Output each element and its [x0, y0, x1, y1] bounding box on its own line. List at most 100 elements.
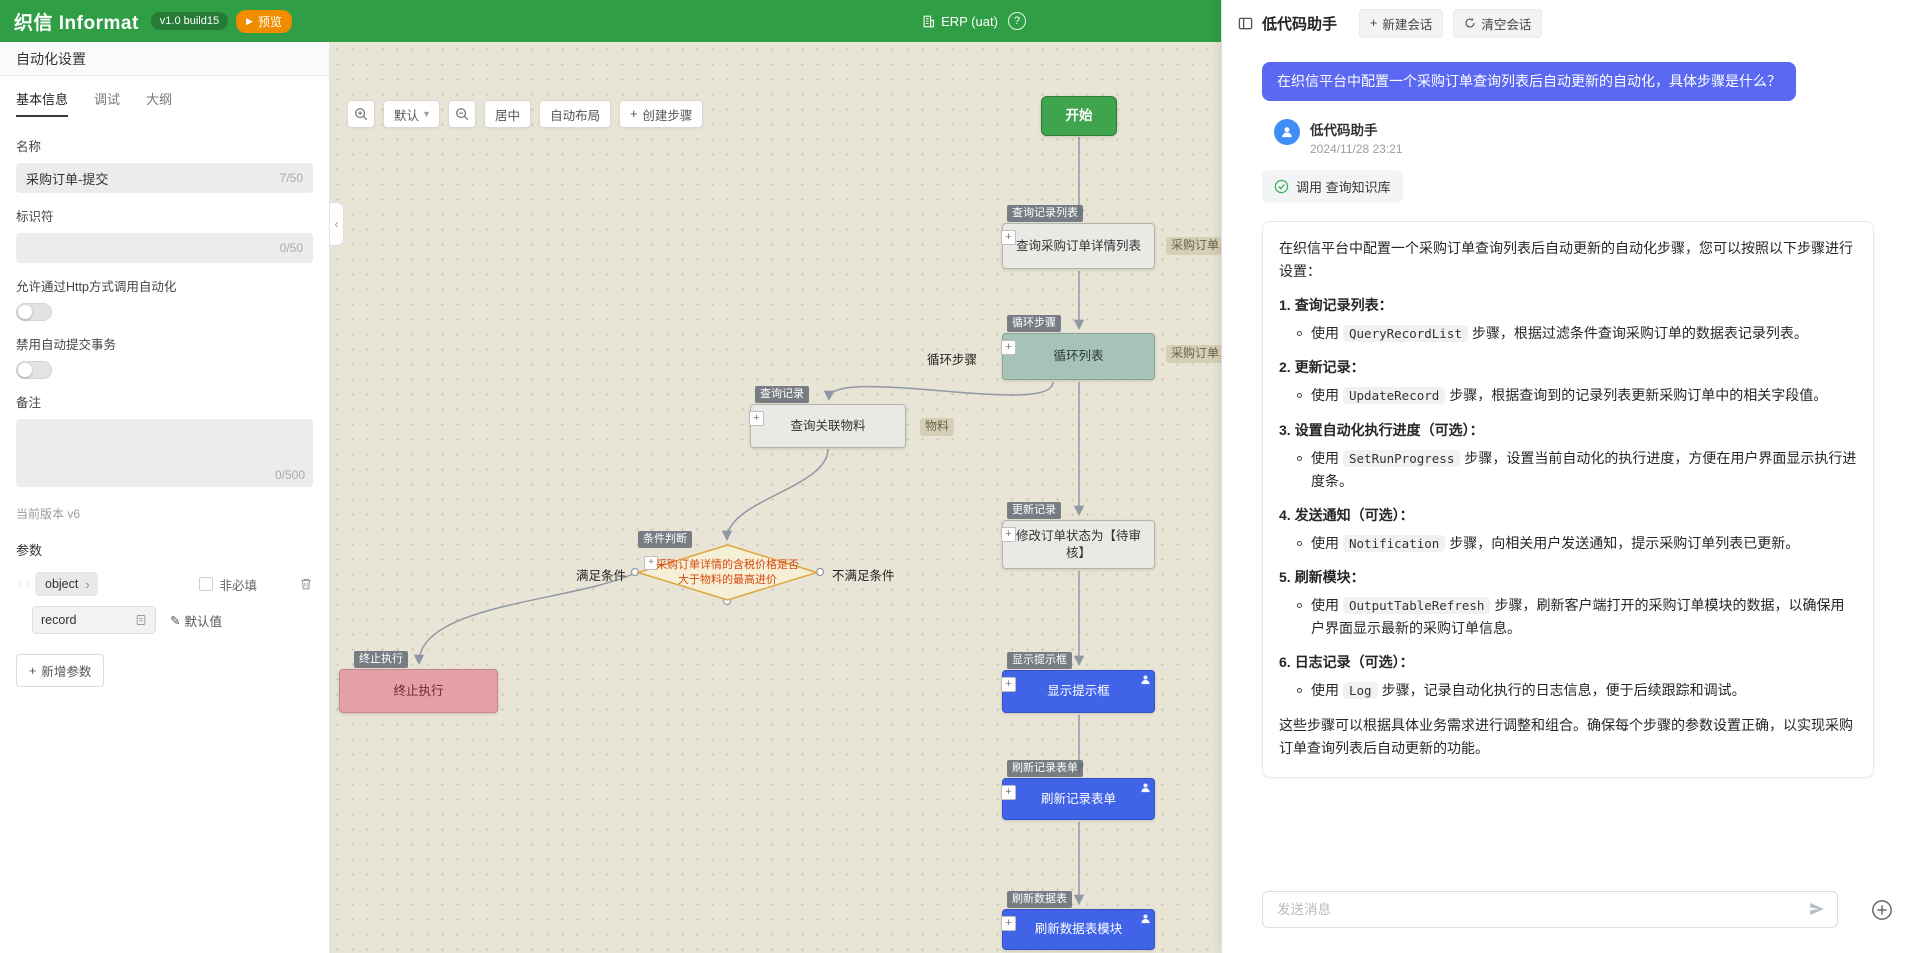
node-query-material[interactable]: 查询记录 + 查询关联物料 物料: [749, 386, 955, 448]
insert-step-icon[interactable]: +: [1001, 527, 1016, 542]
http-toggle[interactable]: [16, 303, 52, 321]
building-icon: [922, 15, 935, 28]
param-type-selector[interactable]: object ›: [35, 572, 98, 596]
panel-collapse-handle[interactable]: ‹: [330, 202, 344, 246]
identifier-input[interactable]: [26, 240, 272, 256]
add-param-button[interactable]: + 新增参数: [16, 654, 105, 687]
new-session-button[interactable]: + 新建会话: [1359, 8, 1444, 38]
insert-step-icon[interactable]: +: [1001, 340, 1016, 355]
tab-outline[interactable]: 大纲: [146, 92, 173, 107]
chat-messages[interactable]: 在织信平台中配置一个采购订单查询列表后自动更新的自动化，具体步骤是什么？ 低代码…: [1222, 46, 1920, 875]
node-show-toast[interactable]: 显示提示框 + 显示提示框: [1001, 652, 1155, 713]
insert-step-icon[interactable]: +: [1001, 916, 1016, 931]
zoom-preset-dropdown[interactable]: 默认 ▾: [383, 100, 441, 128]
node-condition[interactable]: 条件判断 + 采购订单详情的含税价格是否大于物料的最高进价: [635, 531, 820, 601]
identifier-label: 标识符: [16, 210, 54, 224]
node-refresh-form[interactable]: 刷新记录表单 + 刷新记录表单: [1001, 760, 1155, 820]
tab-debug[interactable]: 调试: [94, 92, 121, 107]
node-update-status[interactable]: 更新记录 + 修改订单状态为【待审核】: [1001, 502, 1155, 569]
param-name-input[interactable]: record: [32, 606, 156, 634]
zoom-out-button[interactable]: [448, 100, 477, 128]
name-field-wrap: 7/50: [16, 163, 313, 193]
node-loop-list[interactable]: 循环步骤 + 循环列表 采购订单…: [1001, 315, 1221, 380]
remark-label: 备注: [16, 396, 42, 410]
node-start[interactable]: 开始: [1041, 96, 1117, 136]
send-button[interactable]: [1808, 900, 1826, 918]
drag-handle-icon[interactable]: ⋮⋮: [16, 578, 32, 589]
settings-tabs: 基本信息 调试 大纲: [0, 76, 329, 117]
name-label: 名称: [16, 140, 42, 154]
robot-icon: [1282, 127, 1292, 138]
app-logo: 织信 Informat: [14, 12, 139, 34]
step-type-tag: 显示提示框: [1007, 652, 1072, 669]
insert-step-icon[interactable]: +: [644, 556, 658, 570]
bullet-icon: [1297, 331, 1302, 337]
auto-layout-button[interactable]: 自动布局: [539, 100, 612, 128]
refresh-icon: [1464, 17, 1476, 29]
step-heading: 发送通知（可选）：: [1294, 506, 1414, 523]
create-step-button[interactable]: + 创建步骤: [619, 100, 704, 128]
step-code: UpdateRecord: [1343, 387, 1446, 405]
plus-icon: +: [630, 107, 638, 121]
flow-edges: [413, 137, 1085, 906]
node-label: 查询采购订单详情列表: [1015, 238, 1141, 253]
panel-toggle-icon[interactable]: [1238, 16, 1253, 31]
node-label: 刷新数据表模块: [1034, 922, 1123, 937]
tool-call-chip[interactable]: 调用 查询知识库: [1262, 170, 1403, 203]
step-heading: 日志记录（可选）：: [1294, 654, 1414, 671]
step-number: 1.: [1279, 297, 1291, 314]
step-number: 6.: [1279, 654, 1291, 671]
step-type-tag: 终止执行: [354, 651, 408, 668]
step-number: 2.: [1279, 359, 1291, 376]
environment-switcher[interactable]: ERP (uat): [922, 0, 998, 42]
message-input[interactable]: [1262, 891, 1838, 928]
node-terminate[interactable]: 终止执行 终止执行: [339, 651, 498, 713]
step-heading: 查询记录列表：: [1294, 297, 1393, 314]
identifier-field-wrap: 0/50: [16, 233, 313, 263]
trash-icon: [301, 578, 311, 590]
insert-step-icon[interactable]: +: [1001, 677, 1016, 692]
remark-textarea[interactable]: [16, 419, 313, 487]
insert-step-icon[interactable]: +: [1001, 785, 1016, 800]
add-param-label: 新增参数: [41, 665, 92, 679]
automation-settings-panel: 自动化设置 基本信息 调试 大纲 名称 7/50 标识符 0/50 允许通过Ht…: [0, 42, 330, 953]
default-value-link[interactable]: ✎ 默认值: [170, 611, 222, 630]
tab-basic-info[interactable]: 基本信息: [16, 89, 69, 117]
help-glyph: ?: [1013, 15, 1021, 27]
zoom-in-button[interactable]: [347, 100, 375, 128]
clear-session-button[interactable]: 清空会话: [1453, 8, 1543, 38]
preview-button[interactable]: ▶ 预览: [236, 9, 293, 33]
node-label: 开始: [1065, 107, 1093, 123]
chat-input-row: [1262, 891, 1893, 928]
step-number: 3.: [1279, 421, 1291, 438]
message-timestamp: 2024/11/28 23:21: [1310, 142, 1403, 156]
insert-step-icon[interactable]: +: [749, 411, 764, 426]
step-code: Notification: [1343, 534, 1446, 552]
edge-loop-material: [823, 381, 1054, 402]
node-query-order-list[interactable]: 查询记录列表 + 查询采购订单详情列表 采购订单…: [1001, 205, 1221, 269]
chevron-right-icon: ›: [85, 576, 90, 592]
assistant-title: 低代码助手: [1262, 15, 1338, 33]
assistant-message-meta: 低代码助手 2024/11/28 23:21: [1274, 119, 1896, 156]
step-type-tag: 条件判断: [638, 531, 692, 548]
transaction-toggle[interactable]: [16, 361, 52, 379]
settings-form: 名称 7/50 标识符 0/50 允许通过Http方式调用自动化 禁用自动提交事…: [0, 117, 329, 687]
attach-button[interactable]: [1871, 899, 1893, 921]
default-value-label: 默认值: [184, 614, 222, 629]
node-refresh-table[interactable]: 刷新数据表 + 刷新数据表模块: [1001, 891, 1155, 950]
optional-checkbox[interactable]: [199, 577, 214, 591]
create-step-label: 创建步骤: [642, 108, 693, 123]
bullet-icon: [1297, 603, 1302, 609]
center-button[interactable]: 居中: [484, 100, 532, 128]
delete-param-button[interactable]: [299, 577, 313, 591]
node-label: 查询关联物料: [790, 418, 866, 433]
help-icon[interactable]: ?: [1008, 12, 1026, 30]
insert-step-icon[interactable]: +: [1001, 230, 1016, 245]
name-counter: 7/50: [279, 171, 303, 185]
plus-icon: +: [1370, 16, 1378, 30]
name-input[interactable]: [26, 170, 272, 186]
flow-canvas[interactable]: 默认 ▾ 居中 自动布局 + 创建步骤 ‹: [330, 42, 1221, 953]
